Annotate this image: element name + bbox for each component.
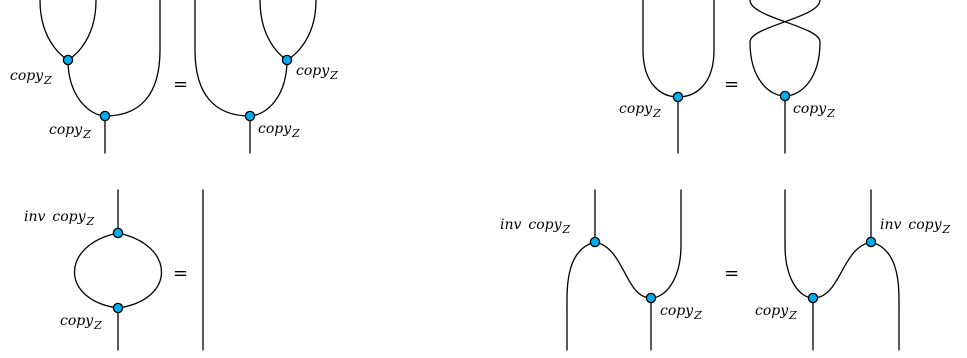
wire <box>812 241 872 299</box>
wire <box>677 0 715 98</box>
wire <box>870 241 900 351</box>
node-label: copyZ <box>660 303 702 322</box>
wire <box>73 232 119 309</box>
wire <box>117 232 163 309</box>
wire <box>39 0 69 61</box>
node-label: copyZ <box>296 63 338 82</box>
copy-node <box>281 54 293 66</box>
node-label: copyZ <box>258 121 300 140</box>
copy-node <box>672 91 684 103</box>
wire <box>259 0 288 61</box>
wire <box>286 0 317 61</box>
node-label: copyZ <box>60 313 102 332</box>
node-label: copyZ <box>755 303 797 322</box>
inv-copy-node <box>112 227 124 239</box>
wire <box>566 241 596 351</box>
wire <box>749 0 821 97</box>
copy-node <box>99 110 111 122</box>
inv-copy-node <box>865 236 877 248</box>
wire <box>594 241 652 299</box>
wire <box>642 0 679 98</box>
wire <box>749 0 821 97</box>
node-label: copyZ <box>49 122 91 141</box>
equals-sign: = <box>173 263 188 284</box>
copy-node <box>62 54 74 66</box>
copy-node <box>807 292 819 304</box>
copy-node <box>779 90 791 102</box>
equation-coassociativity: copyZ copyZ = copyZ copyZ <box>10 0 338 154</box>
cocomm-rhs: copyZ <box>749 0 835 154</box>
inv-copy-node <box>589 236 601 248</box>
node-label: copyZ <box>793 101 835 120</box>
wire <box>194 0 251 117</box>
copy-node <box>645 292 657 304</box>
copy-node <box>112 302 124 314</box>
equation-cocommutativity: copyZ = copyZ <box>619 0 835 154</box>
equals-sign: = <box>724 263 739 284</box>
node-label: copyZ <box>10 68 52 87</box>
wire <box>67 0 97 61</box>
wire <box>784 189 814 299</box>
equals-sign: = <box>173 74 188 95</box>
copy-node <box>244 110 256 122</box>
wire <box>104 0 161 117</box>
coassoc-rhs: copyZ copyZ <box>194 0 338 154</box>
wire <box>249 59 288 117</box>
coassoc-lhs: copyZ copyZ <box>10 0 161 154</box>
node-label: copyZ <box>619 101 661 120</box>
cocomm-lhs: copyZ <box>619 0 715 154</box>
wire <box>650 189 682 299</box>
wire <box>67 59 106 117</box>
equals-sign: = <box>724 74 739 95</box>
